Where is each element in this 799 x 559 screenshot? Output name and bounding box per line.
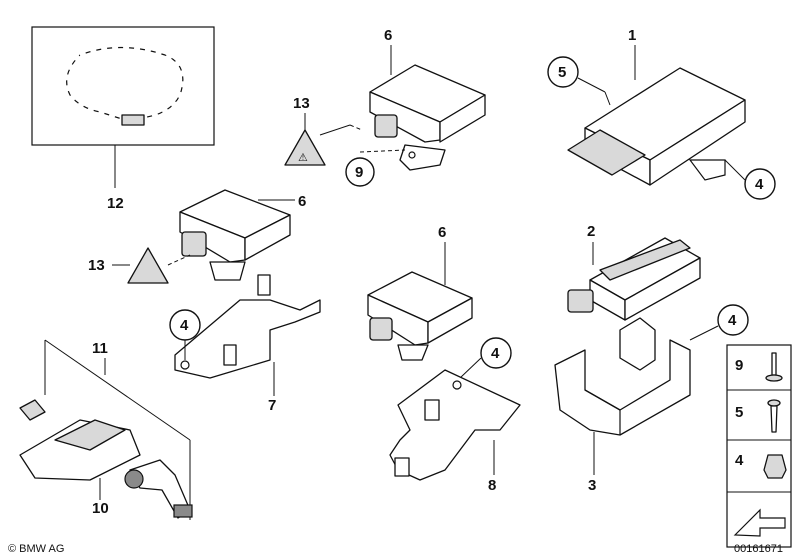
label-4-circle-top-right: 4 — [755, 176, 764, 193]
module-6-middle-group: 6 — [367, 224, 473, 361]
tire-sensor-detail-group: 12 — [31, 26, 215, 212]
label-3: 3 — [588, 477, 596, 494]
warning-label-13-top-group: 13 ⚠ — [284, 95, 326, 166]
screw-head-icon — [767, 399, 781, 407]
label-10: 10 — [92, 500, 109, 517]
holder-tray — [554, 339, 691, 436]
control-unit-mount-tab — [688, 159, 726, 181]
legend-label-4: 4 — [735, 452, 744, 469]
nut-icon — [763, 454, 787, 479]
callout-9: 9 — [345, 157, 375, 187]
label-4-circle-right: 4 — [728, 312, 737, 329]
legend-frame — [726, 344, 792, 548]
copyright-text: © BMW AG — [8, 543, 64, 555]
direction-arrow-icon — [733, 508, 786, 537]
label-5-circle: 5 — [558, 64, 566, 81]
legend-label-9: 9 — [735, 357, 743, 374]
bracket-8 — [389, 369, 521, 481]
warning-label-13-left-group: 13 — [88, 247, 191, 284]
antenna-2-group: 2 — [567, 223, 701, 321]
label-13-top: 13 — [293, 95, 310, 112]
bracket-7 — [174, 299, 321, 379]
module-bracket-left — [209, 261, 246, 281]
warning-triangle-left-icon — [127, 247, 169, 284]
module-connector-middle — [369, 317, 393, 341]
tire-detail-frame — [31, 26, 215, 146]
svg-text:⚠: ⚠ — [298, 152, 308, 164]
wheel-sensor-in-tire — [121, 114, 145, 126]
label-6-left: 6 — [298, 193, 306, 210]
module-connector-left — [181, 231, 207, 257]
label-4-circle-left: 4 — [180, 317, 189, 334]
diagram-number: 00161671 — [734, 543, 783, 555]
module-6-left-group: 6 — [179, 189, 306, 281]
label-4-circle-middle: 4 — [491, 345, 500, 362]
label-1: 1 — [628, 27, 636, 44]
label-6-top: 6 — [384, 27, 392, 44]
warning-triangle-icon — [284, 129, 326, 166]
antenna-connector — [567, 289, 594, 313]
sensor-kit-11-group: 11 10 — [19, 339, 193, 520]
label-13-left: 13 — [88, 257, 105, 274]
label-12: 12 — [107, 195, 124, 212]
label-9-circle: 9 — [355, 164, 363, 181]
fastener-legend: 9 5 4 — [726, 344, 792, 548]
sensor-screw — [19, 399, 46, 421]
bracket-8-group: 4 8 — [389, 337, 521, 494]
module-6-top-group: 6 — [319, 27, 486, 171]
legend-label-5: 5 — [735, 404, 743, 421]
holder-3-group: 4 3 — [554, 304, 749, 494]
module-connector-top — [374, 114, 398, 138]
bracket-7-group: 4 7 — [169, 274, 321, 414]
label-2: 2 — [587, 223, 595, 240]
control-unit-connector — [567, 129, 646, 176]
label-6-middle: 6 — [438, 224, 446, 241]
control-unit-1-group: 1 5 4 — [547, 27, 776, 200]
label-11: 11 — [92, 340, 108, 357]
label-8: 8 — [488, 477, 496, 494]
rivet-icon — [771, 352, 777, 376]
label-7: 7 — [268, 397, 276, 414]
module-bracket-top — [399, 144, 446, 171]
